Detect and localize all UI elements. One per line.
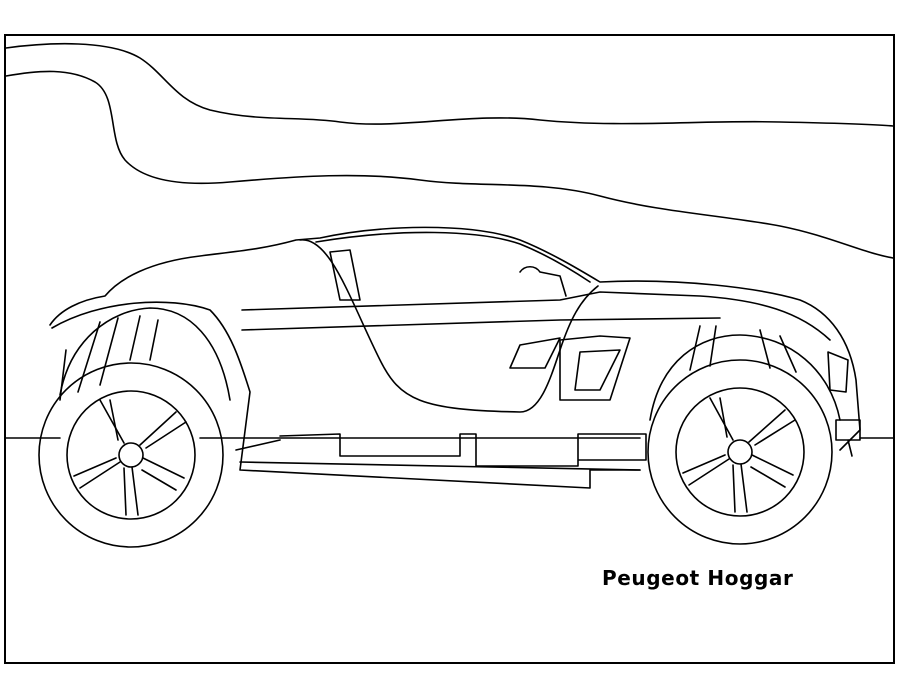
front-wheel: [647, 359, 833, 545]
caption-title: Peugeot Hoggar: [602, 566, 794, 590]
exhaust-pipe: [279, 433, 647, 467]
side-pod-1: [559, 335, 631, 401]
hill-line-upper: [5, 70, 894, 259]
rear-fender: [51, 301, 641, 489]
rear-arch: [59, 307, 231, 401]
hill-line-lower: [5, 42, 894, 127]
body-line-mid: [241, 291, 831, 341]
body-line-sill: [241, 317, 721, 331]
side-pod-2: [574, 349, 621, 391]
front-struts: [689, 325, 797, 373]
underbody: [235, 439, 641, 471]
mirror: [519, 265, 567, 297]
cabin-frame: [315, 231, 591, 283]
seat: [329, 249, 361, 301]
rear-struts: [59, 315, 159, 401]
front-bumper: [835, 419, 861, 457]
side-pod-3: [509, 337, 561, 369]
cabin-glass: [299, 239, 599, 413]
body-outline: [49, 226, 861, 451]
rear-wheel: [38, 362, 224, 548]
front-arch: [649, 334, 841, 421]
headlight: [827, 351, 849, 393]
